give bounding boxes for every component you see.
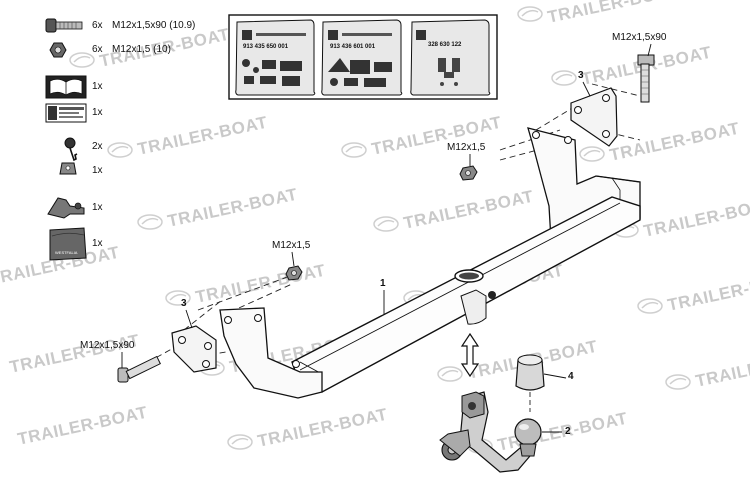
clamp-icon xyxy=(47,197,85,219)
main-crossbar xyxy=(291,196,641,393)
label-sticker-icon xyxy=(45,103,87,123)
bolt-right xyxy=(637,54,655,103)
document-code: 913 436 601 001 xyxy=(330,44,376,50)
document-code: 913 435 650 001 xyxy=(243,44,289,50)
ball-neck xyxy=(439,354,545,473)
boat-logo-icon xyxy=(373,216,399,232)
boat-logo-icon xyxy=(341,142,367,158)
part-qty: 1x xyxy=(92,238,103,249)
part-qty: 2x xyxy=(92,141,103,152)
key-cap-icon xyxy=(59,162,77,175)
boat-logo-icon xyxy=(551,70,577,86)
part-qty: 1x xyxy=(92,202,103,213)
side-arm-left xyxy=(219,307,323,399)
nut-center-label: M12x1,5 xyxy=(447,142,486,153)
document-code: 328 630 122 xyxy=(428,42,462,48)
boat-logo-icon xyxy=(107,142,133,158)
leader-lines xyxy=(121,43,652,433)
part-qty: 6x xyxy=(92,44,103,55)
document-3 xyxy=(410,19,491,96)
bolt-icon xyxy=(45,18,83,33)
part-qty: 1x xyxy=(92,165,103,176)
bag-label: WESTFALIA xyxy=(55,250,78,255)
callout-bracket-left: 3 xyxy=(181,298,187,309)
boat-logo-icon xyxy=(517,6,543,22)
ball-cap xyxy=(515,354,545,391)
nut-icon xyxy=(49,42,67,58)
nut-center xyxy=(459,165,478,181)
callout-bracket-right: 3 xyxy=(578,70,584,81)
document-2 xyxy=(321,19,403,96)
boat-logo-icon xyxy=(637,298,663,314)
boat-logo-icon xyxy=(437,366,463,382)
boat-logo-icon xyxy=(665,374,691,390)
bolt-left-label: M12x1,5x90 xyxy=(80,340,135,351)
nut-left-label: M12x1,5 xyxy=(272,240,311,251)
key-icon xyxy=(64,137,78,162)
document-1 xyxy=(235,19,316,96)
callout-ball: 2 xyxy=(565,426,571,437)
boat-logo-icon xyxy=(227,434,253,450)
locking-knob xyxy=(439,429,471,461)
boat-logo-icon xyxy=(137,214,163,230)
bolt-right-label: M12x1,5x90 xyxy=(612,32,667,43)
documents-panel xyxy=(228,14,498,100)
bracket-plate-left xyxy=(171,325,217,373)
part-spec: M12x1,5 (10) xyxy=(112,44,171,55)
part-qty: 1x xyxy=(92,81,103,92)
part-qty: 1x xyxy=(92,107,103,118)
bag-icon xyxy=(49,227,87,261)
callout-cap: 4 xyxy=(568,371,574,382)
boat-logo-icon xyxy=(165,290,191,306)
bracket-plate-right xyxy=(570,87,618,147)
insert-direction-arrow xyxy=(460,332,480,378)
part-qty: 6x xyxy=(92,20,103,31)
bolt-left xyxy=(117,355,161,383)
boat-logo-icon xyxy=(579,146,605,162)
tow-ball xyxy=(514,418,542,457)
manual-book-icon xyxy=(45,75,87,99)
boat-logo-icon xyxy=(69,52,95,68)
nut-left xyxy=(285,265,303,281)
part-spec: M12x1,5x90 (10.9) xyxy=(112,20,196,31)
callout-main-bar: 1 xyxy=(380,278,386,289)
